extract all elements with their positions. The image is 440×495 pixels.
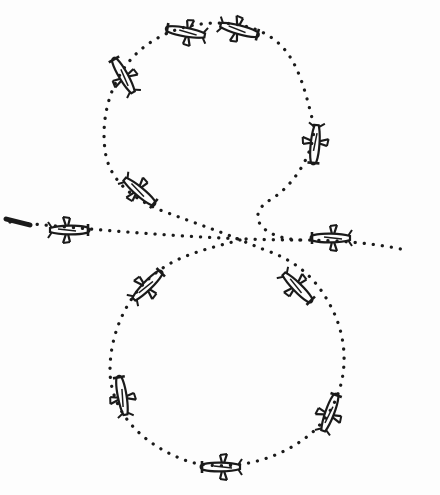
airplane-upper-left: [102, 52, 145, 101]
airplane-lower-bottom: [201, 454, 242, 480]
airplane-crossover-right: [311, 225, 352, 251]
entry-ink-mark: [6, 219, 30, 225]
flight-path-upper-loop: [104, 23, 314, 240]
airplane-upper-top: [215, 12, 262, 48]
airplane-lower-right-upper: [273, 263, 321, 311]
airplane-upper-left-lower: [115, 168, 163, 215]
airplane-lower-left: [106, 374, 139, 419]
airplane-lower-right: [310, 389, 349, 437]
airplane-upper-top-left: [164, 16, 209, 49]
flight-path-lower-loop: [110, 240, 344, 466]
airplane-lower-loop-start: [123, 262, 171, 310]
airplane-entry-left: [48, 217, 89, 243]
